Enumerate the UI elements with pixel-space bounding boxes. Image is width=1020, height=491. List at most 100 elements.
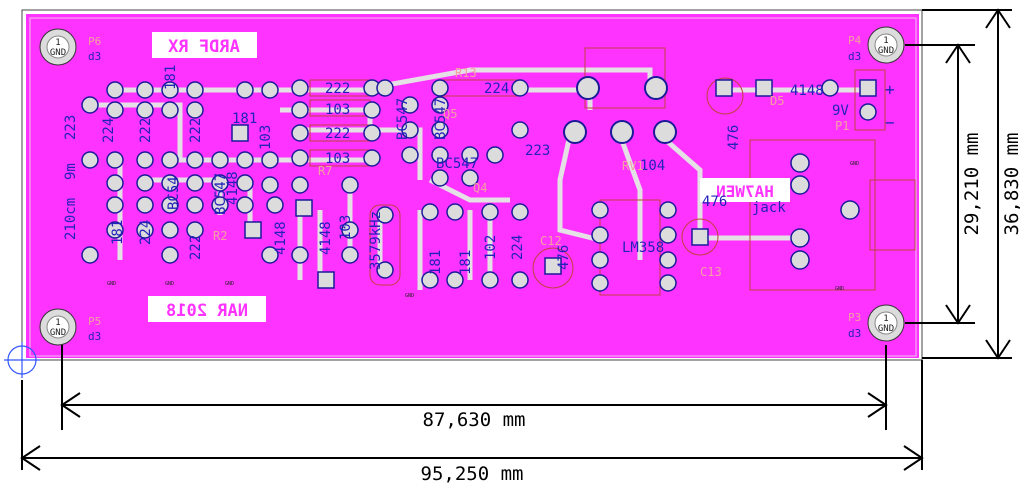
label-210cm: 210cm: [63, 198, 79, 240]
label-224a: 224: [484, 81, 509, 97]
mount-hole-p6: 1 GND P6 d3: [39, 28, 101, 66]
gnd-marker: GND: [107, 281, 116, 287]
label-4148d: 4148: [318, 221, 334, 255]
mount-hole-p3: 1 GND P3 d3: [848, 304, 905, 342]
dim-inner-height: 29,210 mm: [961, 133, 983, 236]
label-103a: 103: [325, 102, 350, 118]
label-103d: 103: [258, 125, 274, 150]
ref-r2: R2: [213, 229, 227, 243]
label-223b: 223: [63, 115, 79, 140]
gnd-marker: GND: [225, 281, 234, 287]
label-4148a: 4148: [790, 83, 824, 99]
mount-hole-p4: 1 GND P4 d3: [848, 26, 905, 64]
label-9m: 9m: [63, 163, 79, 180]
callsign: HA7WEN: [700, 178, 790, 202]
callsign-text: HA7WEN: [716, 182, 774, 201]
label-222c: 222: [138, 118, 154, 143]
label-181c: 181: [110, 220, 126, 245]
mount-hole-pad: 1: [883, 314, 888, 324]
origin-marker: [4, 342, 40, 378]
label-bc547a: BC547: [395, 98, 411, 140]
mount-hole-value: d3: [88, 330, 101, 343]
label-bc547b: BC547: [436, 156, 478, 172]
label-222a: 222: [325, 81, 350, 97]
label-104: 104: [640, 158, 665, 174]
label-181e: 181: [458, 250, 474, 275]
label-476b: 476: [702, 194, 727, 210]
label-plus: +: [885, 80, 895, 99]
mount-hole-pad: 1: [883, 36, 888, 46]
gnd-marker: GND: [835, 286, 844, 292]
mount-hole-value: d3: [848, 50, 861, 63]
label-222b: 222: [325, 126, 350, 142]
label-9v: 9V: [832, 103, 849, 119]
title-bottom: NAR 2018: [148, 296, 266, 322]
label-bc54d: BC54: [166, 176, 182, 210]
silk-values: 222 103 222 103 224 BC547 223 104 4148 9…: [63, 65, 895, 275]
pads: [81, 79, 877, 292]
mount-hole-ref: P3: [848, 311, 861, 324]
title-top-text: ARDF RX: [167, 37, 239, 57]
title-bottom-text: NAR 2018: [166, 301, 248, 321]
board-keepout: [29, 17, 917, 357]
ref-c13: C13: [700, 265, 722, 279]
ref-c12: C12: [540, 234, 562, 248]
dim-inner-width: 87,630 mm: [423, 409, 526, 431]
label-minus: −: [885, 113, 895, 132]
label-bc547e: BC547: [213, 173, 229, 215]
silk-refs: R13 RV1 C13 P1 Q5 Q4 D5 R7 R2 C12: [213, 66, 849, 279]
label-bc547c: BC547: [433, 98, 449, 140]
mount-hole-value: d3: [88, 50, 101, 63]
gnd-marker: GND: [850, 161, 859, 167]
label-lm358: LM358: [622, 240, 664, 256]
mount-hole-net: GND: [878, 324, 894, 334]
mount-hole-pad: 1: [55, 38, 60, 48]
label-4148c: 4148: [273, 221, 289, 255]
mount-hole-value: d3: [848, 327, 861, 340]
gnd-marker: GND: [405, 293, 414, 299]
label-223a: 223: [525, 143, 550, 159]
label-476a: 476: [556, 245, 572, 270]
label-181d: 181: [428, 250, 444, 275]
mount-hole-pad: 1: [55, 318, 60, 328]
dim-outer-width: 95,250 mm: [421, 463, 524, 485]
mount-hole-ref: P5: [88, 315, 101, 328]
mount-hole-net: GND: [50, 48, 66, 58]
ref-q5: Q5: [443, 107, 457, 121]
mount-hole-p5: 1 GND P5 d3: [39, 308, 101, 346]
gnd-markers: GND GND GND GND GND GND: [107, 161, 859, 299]
label-xtal: 3579kHz: [368, 211, 384, 270]
ref-rv1: RV1: [622, 159, 644, 173]
label-224d: 224: [510, 235, 526, 260]
label-jack: jack: [752, 200, 786, 216]
ref-r13: R13: [455, 66, 477, 80]
title-top: ARDF RX: [152, 32, 257, 58]
label-476c: 476: [726, 125, 742, 150]
gnd-marker: GND: [165, 281, 174, 287]
dimension-lines: [20, 8, 1012, 471]
dim-outer-height: 36,830 mm: [1001, 133, 1020, 236]
label-222e: 222: [188, 235, 204, 260]
label-102: 102: [483, 235, 499, 260]
label-4148b: 4148: [225, 171, 241, 205]
mount-hole-ref: P6: [88, 35, 101, 48]
label-181a: 181: [163, 65, 179, 90]
mount-hole-net: GND: [50, 328, 66, 338]
ref-d5: D5: [770, 94, 784, 108]
dimension-texts: 87,630 mm 95,250 mm 29,210 mm 36,830 mm: [421, 133, 1020, 485]
mount-hole-ref: P4: [848, 34, 862, 47]
ref-r7: R7: [318, 164, 332, 178]
label-103b: 103: [325, 151, 350, 167]
mount-hole-net: GND: [878, 46, 894, 56]
square-pads: [231, 79, 877, 289]
label-103c: 103: [338, 215, 354, 240]
label-224c: 224: [138, 220, 154, 245]
ref-q4: Q4: [473, 181, 487, 195]
label-222d: 222: [188, 118, 204, 143]
label-224b: 224: [101, 118, 117, 143]
label-181b: 181: [232, 111, 257, 127]
large-pads: [563, 76, 677, 144]
ref-p1: P1: [835, 119, 849, 133]
